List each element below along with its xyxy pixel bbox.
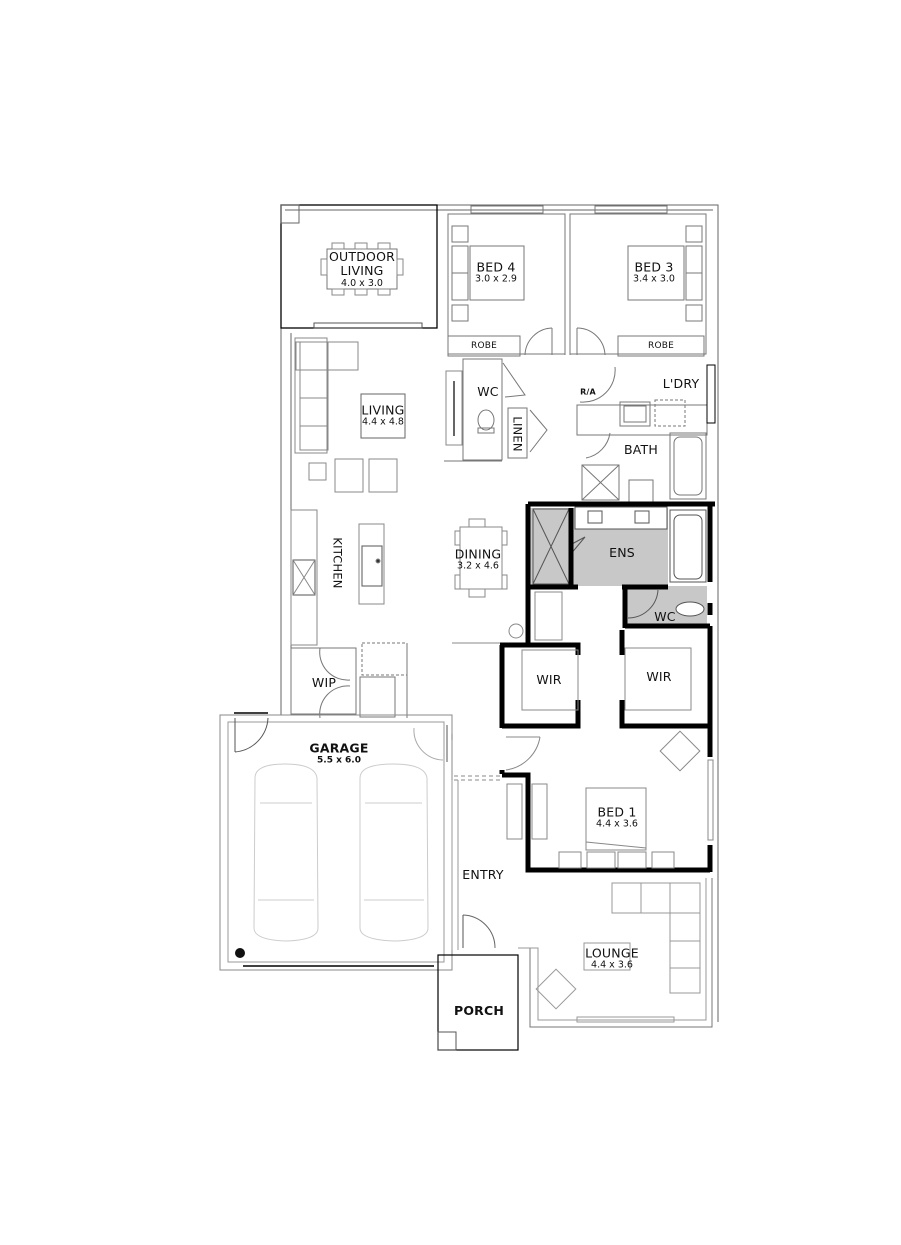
room-robe-left: ROBE [471, 341, 497, 351]
room-name: BED 4 [476, 259, 516, 275]
room-name: LIVING [361, 402, 405, 418]
room-dimensions: 4.4 x 4.8 [362, 416, 404, 428]
living-furniture [294, 337, 463, 493]
front-area [437, 780, 713, 1051]
ensuite-area [525, 501, 715, 645]
room-dimensions: 3.2 x 4.6 [457, 560, 499, 572]
room-name: WC [477, 383, 499, 399]
room-bed-4: BED 4 3.0 x 2.9 [475, 259, 517, 285]
bedroom-wing [447, 205, 707, 357]
room-name: WC [654, 608, 676, 624]
room-bath: BATH [624, 441, 658, 457]
room-laundry: L'DRY [662, 375, 700, 391]
room-dimensions: 4.4 x 3.6 [591, 959, 633, 971]
room-name: ROBE [471, 340, 497, 351]
room-robe-right: ROBE [648, 341, 674, 351]
outdoor-living-area [280, 204, 438, 329]
wip-area [290, 642, 408, 719]
room-wc-ensuite: WC [654, 608, 676, 624]
room-dimensions: 5.5 x 6.0 [317, 756, 361, 767]
garage-area [219, 712, 453, 971]
room-dimensions: 3.0 x 2.9 [475, 273, 517, 285]
hot-water-icon [235, 948, 245, 958]
room-name: BED 3 [634, 259, 674, 275]
room-name: PORCH [453, 1002, 505, 1018]
room-name: L'DRY [662, 375, 700, 391]
room-entry: ENTRY [462, 866, 504, 882]
room-dimensions: 4.4 x 3.6 [596, 818, 638, 830]
room-name: R/A [580, 387, 596, 397]
room-dimensions: 3.4 x 3.0 [633, 273, 675, 285]
room-name: DINING [454, 546, 502, 562]
room-name: WIR [646, 668, 672, 684]
room-name: GARAGE [309, 740, 369, 756]
room-ensuite: ENS [609, 544, 635, 560]
room-name: LOUNGE [585, 945, 639, 961]
room-bed-3: BED 3 3.4 x 3.0 [633, 259, 675, 285]
room-kitchen: KITCHEN [330, 537, 345, 589]
room-name: ENTRY [462, 866, 504, 882]
room-name: OUTDOOR [328, 249, 396, 265]
room-wc-main: WC [477, 383, 499, 399]
room-outdoor-living: OUTDOOR LIVING 4.0 x 3.0 [328, 249, 396, 290]
room-name: BATH [624, 441, 658, 457]
room-dining: DINING 3.2 x 4.6 [454, 546, 502, 572]
room-porch: PORCH [453, 1002, 505, 1018]
room-name: ROBE [648, 340, 674, 351]
room-wir-right: WIR [646, 668, 672, 684]
room-name: LINEN [510, 416, 525, 452]
room-living: LIVING 4.4 x 4.8 [361, 402, 405, 428]
room-name: BED 1 [597, 804, 637, 820]
room-name: ENS [609, 544, 635, 560]
room-lounge: LOUNGE 4.4 x 3.6 [585, 945, 639, 971]
wet-areas [444, 358, 716, 503]
room-name: WIP [311, 674, 337, 690]
room-name: KITCHEN [330, 537, 345, 589]
room-name: WIR [536, 671, 562, 687]
room-name-line2: LIVING [340, 263, 384, 279]
room-dimensions: 4.0 x 3.0 [341, 277, 383, 289]
room-bed-1: BED 1 4.4 x 3.6 [596, 804, 638, 830]
room-linen: LINEN [510, 416, 525, 452]
room-garage: GARAGE 5.5 x 6.0 [309, 740, 369, 767]
room-wir-left: WIR [536, 671, 562, 687]
room-wip: WIP [311, 674, 337, 690]
kitchen-area [290, 509, 563, 646]
master-suite [454, 626, 714, 873]
return-air-label: R/A [580, 387, 596, 396]
